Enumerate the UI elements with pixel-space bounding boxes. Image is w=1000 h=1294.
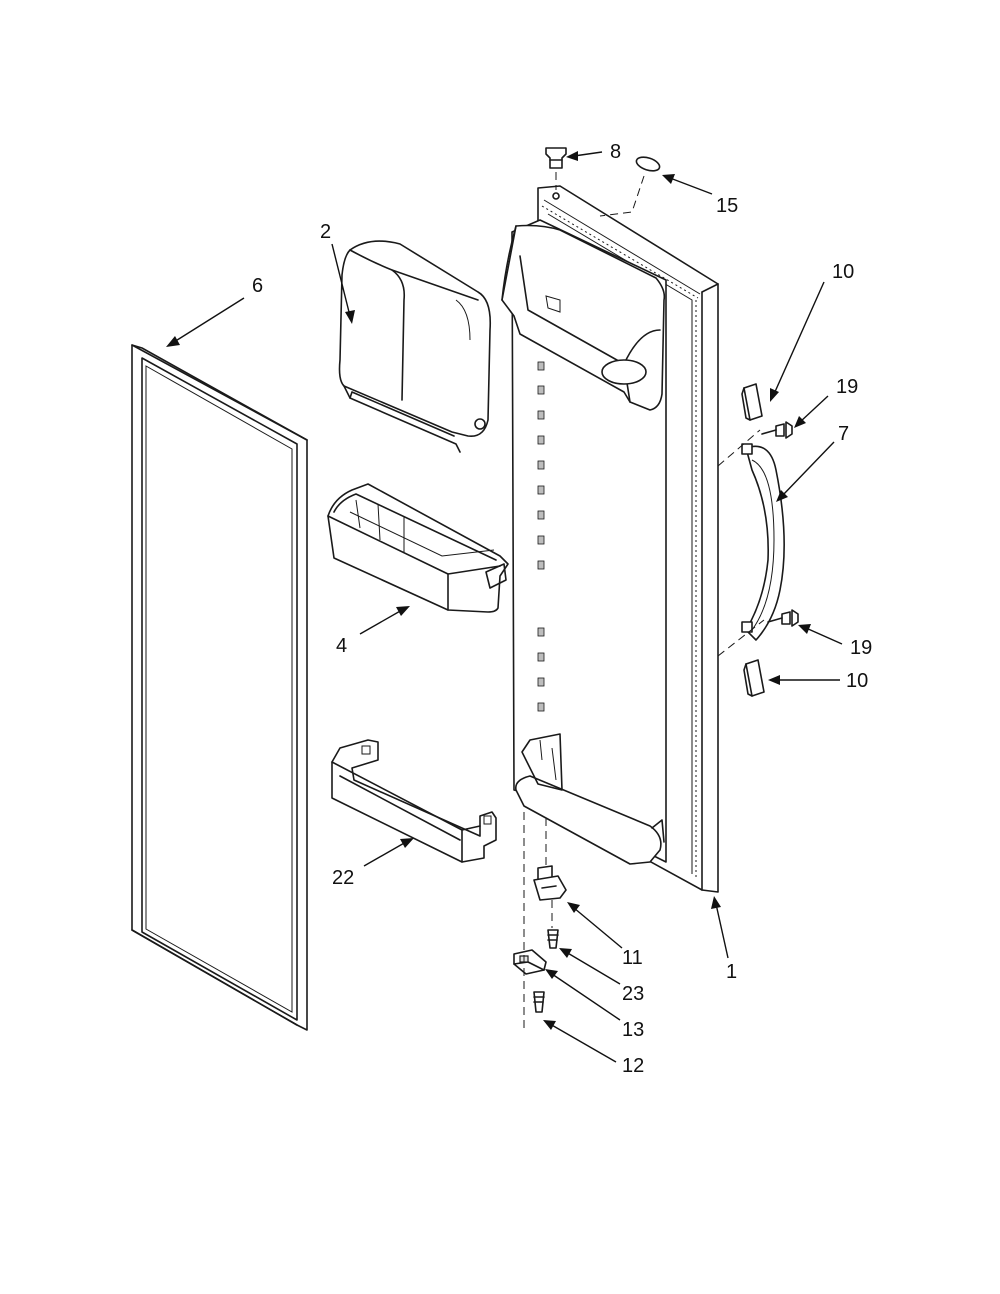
lower-door-bin-part [331, 739, 497, 863]
handle-end-cap-top-part [741, 383, 763, 421]
door-bin-part [327, 483, 509, 613]
callout-11: 11 [622, 947, 643, 969]
shim-screw-part [533, 991, 545, 1013]
handle-screw-bottom-part [767, 609, 799, 627]
bottom-hinge-part [533, 865, 567, 901]
hinge-shim-part [513, 949, 547, 975]
callout-2: 2 [320, 221, 331, 243]
hinge-screw-part [547, 929, 559, 949]
handle-end-cap-bottom-part [743, 659, 765, 697]
callout-10-bottom: 10 [846, 670, 868, 692]
callout-10-top: 10 [832, 261, 854, 283]
callout-labels: 8 15 2 6 10 19 7 4 19 10 22 11 1 23 13 1… [252, 141, 872, 1077]
callout-4: 4 [336, 635, 347, 657]
callout-15: 15 [716, 195, 738, 217]
callout-7: 7 [838, 423, 849, 445]
callout-19-bottom: 19 [850, 637, 872, 659]
callout-19-top: 19 [836, 376, 858, 398]
callout-8: 8 [610, 141, 621, 163]
door-gasket-part [131, 344, 308, 1031]
top-hinge-cover-part [635, 156, 661, 172]
callout-22: 22 [332, 867, 354, 889]
handle-screw-top-part [761, 421, 793, 439]
callout-1: 1 [726, 961, 737, 983]
door-handle-part [741, 443, 785, 641]
callout-6: 6 [252, 275, 263, 297]
callout-12: 12 [622, 1055, 644, 1077]
door-liner-part [501, 185, 719, 893]
callout-23: 23 [622, 983, 644, 1005]
callout-13: 13 [622, 1019, 644, 1041]
leader-arrows [166, 151, 843, 1063]
dairy-bin-cover-part [338, 240, 492, 453]
hinge-bushing-part [545, 147, 567, 169]
